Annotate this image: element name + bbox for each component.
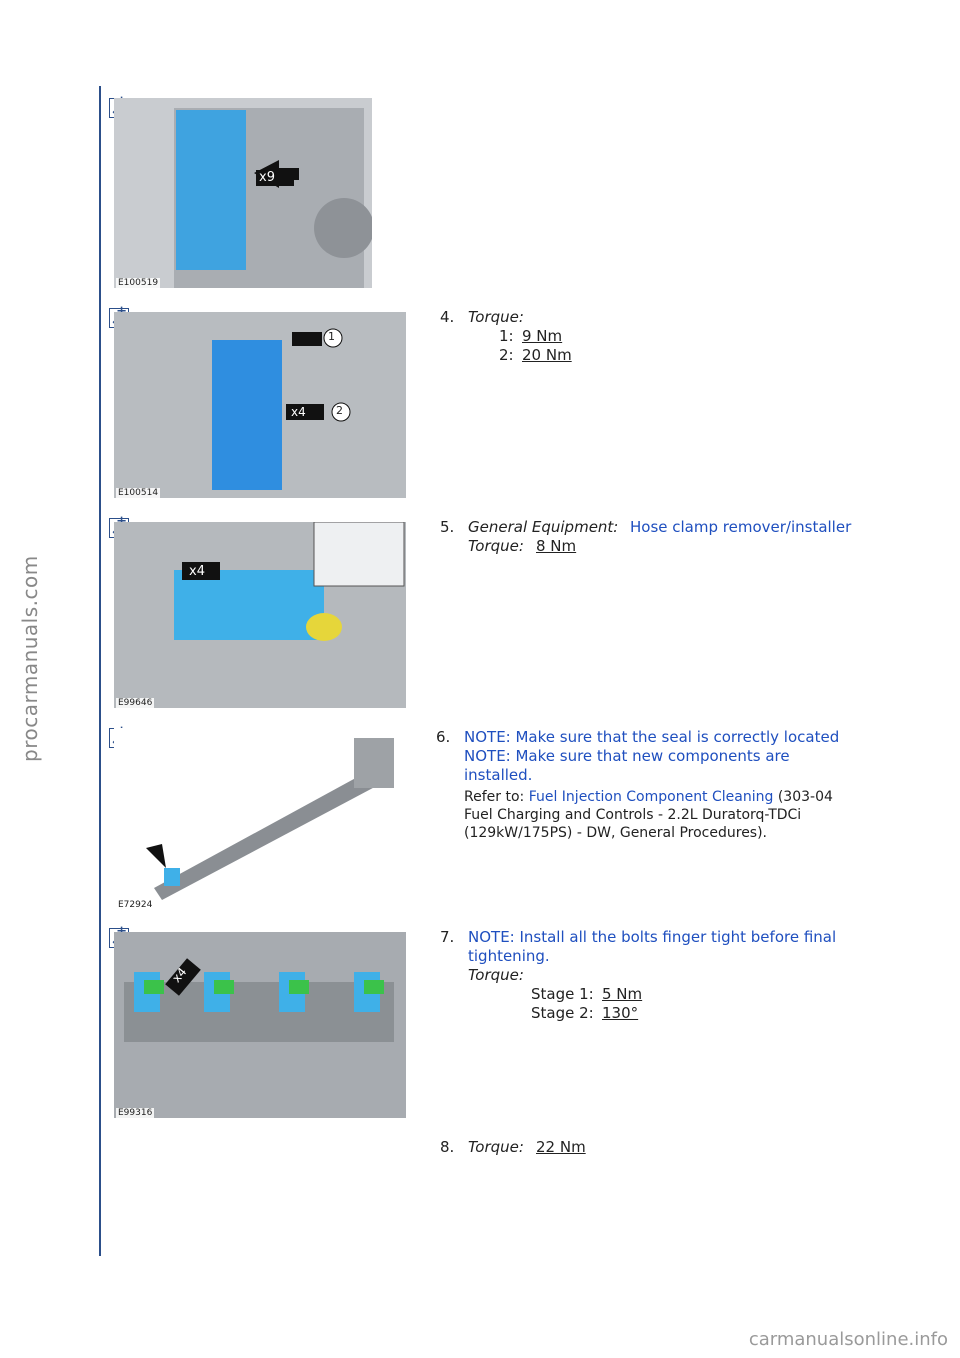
figure-label: E99316 [116, 1108, 155, 1118]
figure-coolant-outlet: x4 E99646 [114, 522, 406, 708]
figure-injector: E72924 [114, 728, 406, 910]
step-number: 5. [440, 518, 455, 536]
step-4: 4. Torque: 1: 9 Nm 2: 20 Nm [440, 308, 900, 368]
torque-value[interactable]: 8 Nm [536, 537, 577, 555]
step-7: 7. NOTE: Install all the bolts finger ti… [440, 928, 900, 1028]
note-new-components: NOTE: Make sure that new components are [464, 747, 790, 765]
torque-label: Torque: [468, 537, 524, 555]
note-seal: NOTE: Make sure that the seal is correct… [464, 728, 840, 746]
clamps-illustration [114, 932, 406, 1118]
torque-item-label: 2: [499, 346, 514, 364]
coolant-illustration [114, 522, 406, 708]
torque-value[interactable]: 20 Nm [522, 346, 572, 364]
step-6: 6. NOTE: Make sure that the seal is corr… [436, 728, 896, 848]
figure-injector-clamps: x4 E99316 [114, 932, 406, 1118]
stage-label: Stage 2: [531, 1004, 594, 1022]
figure-label: E99646 [116, 698, 155, 708]
equipment-label: General Equipment: [468, 518, 619, 536]
stage-label: Stage 1: [531, 985, 594, 1003]
torque-label: Torque: [468, 1138, 524, 1156]
torque-value[interactable]: 5 Nm [602, 985, 643, 1003]
note-finger-tight: NOTE: Install all the bolts finger tight… [468, 928, 837, 946]
figure-label: E100514 [116, 488, 161, 498]
refer-line: Refer to: Fuel Injection Component Clean… [464, 788, 888, 807]
torque-value[interactable]: 22 Nm [536, 1138, 586, 1156]
note-new-components-cont: installed. [464, 766, 533, 784]
figure-label: E72924 [116, 900, 155, 910]
figure-engine-front: x9 E100519 [114, 98, 372, 288]
refer-link[interactable]: Fuel Injection Component Cleaning [528, 789, 774, 805]
step-number: 8. [440, 1138, 455, 1156]
step-5: 5. General Equipment: Hose clamp remover… [440, 518, 910, 558]
callout-x4: x4 [291, 405, 306, 419]
refer-code: (303-04 [777, 789, 833, 805]
torque-value[interactable]: 130° [602, 1004, 639, 1022]
note-finger-tight-cont: tightening. [468, 947, 550, 965]
injector-illustration [146, 738, 394, 900]
engine-illustration [174, 108, 372, 288]
left-rule [99, 86, 101, 1256]
step-8: 8. Torque: 22 Nm [440, 1138, 740, 1162]
callout-2: 2 [336, 404, 343, 417]
figure-label: E100519 [116, 278, 161, 288]
refer-section: Fuel Charging and Controls - 2.2L Durato… [464, 807, 802, 823]
footer-watermark: carmanualsonline.info [748, 1329, 948, 1350]
step-number: 6. [436, 728, 451, 746]
callout-x9: x9 [259, 170, 275, 185]
callout-1: 1 [328, 330, 335, 343]
figure-thermostat-housing: 1 x4 2 E100514 [114, 312, 406, 498]
callout-x4: x4 [189, 564, 205, 579]
step-number: 4. [440, 308, 455, 326]
torque-item-label: 1: [499, 327, 514, 345]
side-watermark: procarmanuals.com [18, 555, 42, 762]
torque-label: Torque: [468, 308, 524, 326]
torque-value[interactable]: 9 Nm [522, 327, 563, 345]
refer-label: Refer to: [464, 789, 525, 805]
thermostat-illustration [114, 312, 406, 498]
torque-label: Torque: [468, 966, 524, 984]
step-number: 7. [440, 928, 455, 946]
refer-procedure: (129kW/175PS) - DW, General Procedures). [464, 825, 768, 841]
equipment-link[interactable]: Hose clamp remover/installer [630, 518, 852, 536]
